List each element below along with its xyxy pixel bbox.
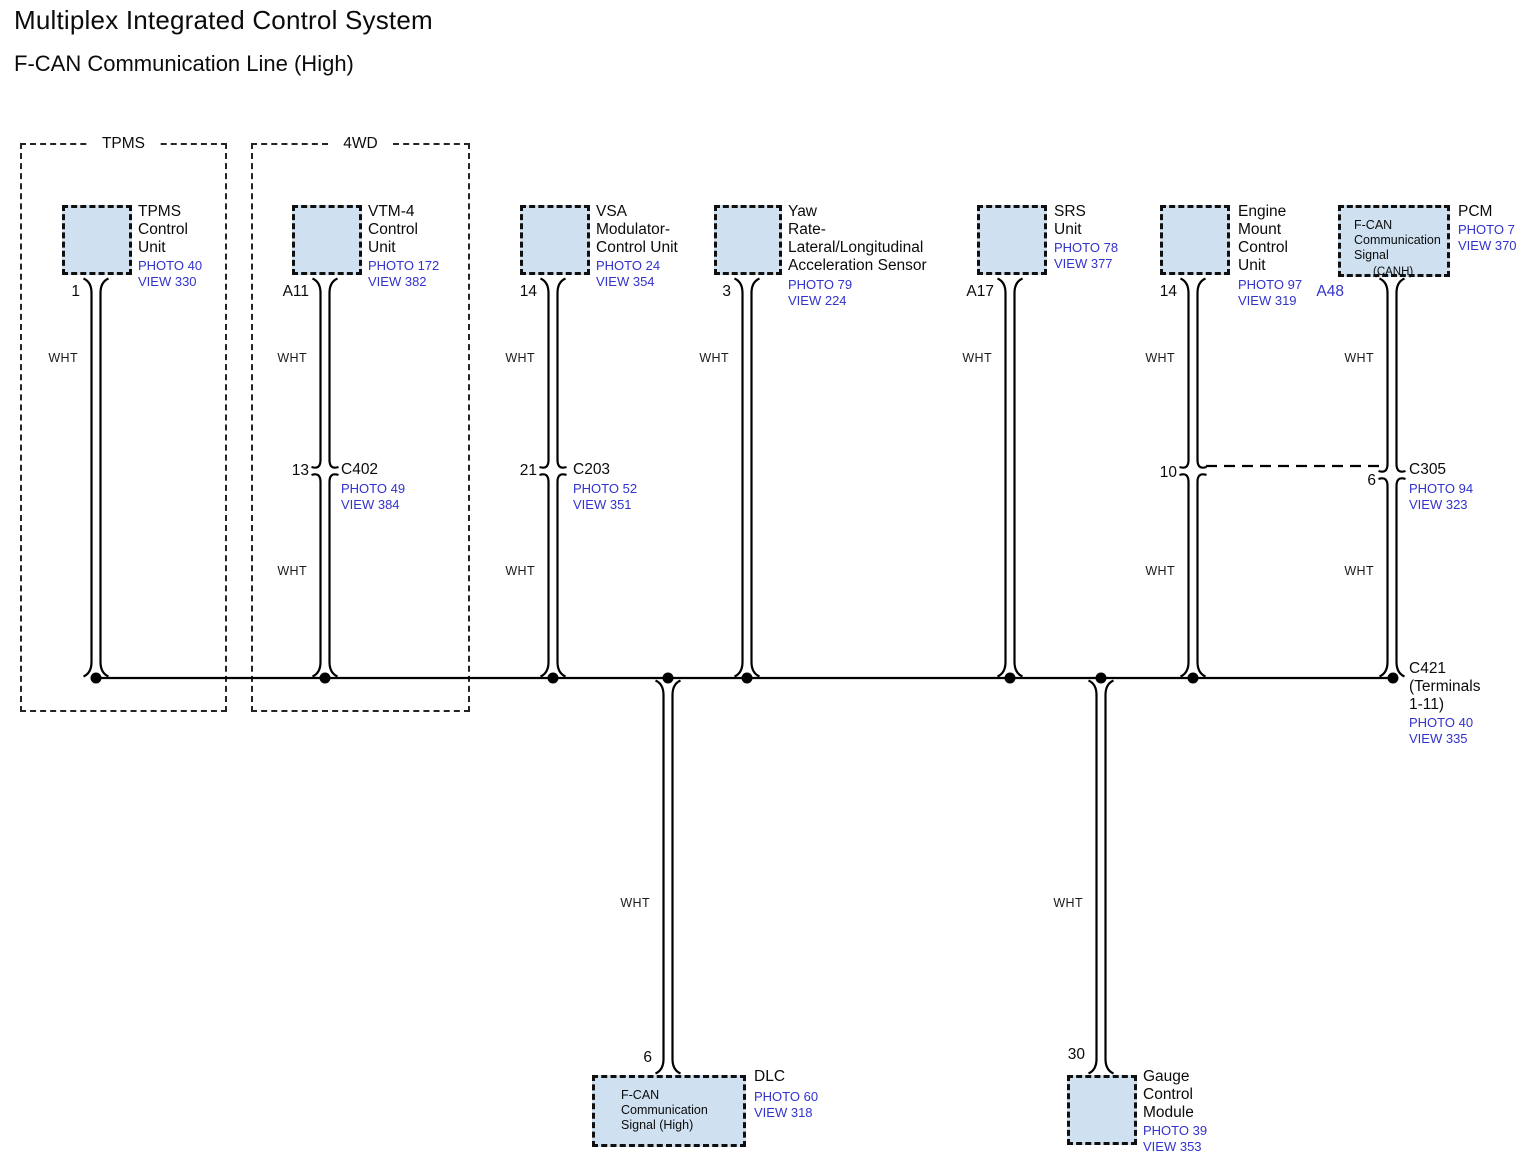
srs-label: SRS Unit [1054,203,1086,238]
c305-pin-right: 6 [1367,472,1376,489]
vtm4-pin: A11 [282,283,309,300]
srs-pin: A17 [966,283,994,300]
wire-color-label: WHT [962,351,992,365]
vsa-label: VSA Modulator- Control Unit [596,203,678,256]
wire-color-label: WHT [1145,351,1175,365]
dlc-label: DLC [754,1068,786,1085]
pcm-label: PCM [1458,203,1493,220]
wire-pcm [1378,277,1406,678]
c305-label: C305 [1409,461,1447,478]
tpms-pin: 1 [71,283,80,300]
c305-pin-left: 10 [1159,464,1177,481]
engine-mount-ref-link[interactable]: PHOTO 97 VIEW 319 [1238,277,1303,308]
wire-color-label: WHT [1145,564,1175,578]
dlc-box-signal-text: F-CAN Communication Signal (High) [621,1088,708,1132]
dlc-pin: 6 [643,1049,652,1066]
c203-label: C203 [573,461,611,478]
yaw-rate-sensor-box [714,205,782,275]
vsa-pin: 14 [519,283,537,300]
srs-unit-box [977,205,1047,275]
wire-vsa [539,277,567,678]
engine-mount-pin: 14 [1159,283,1177,300]
pcm-ref-link[interactable]: PHOTO 7 VIEW 370 [1458,222,1517,253]
vsa-modulator-box [520,205,590,275]
wire-engine-mount [1179,277,1207,678]
wire-color-label: WHT [505,564,535,578]
pcm-box-signal-text: F-CAN Communication Signal [1354,218,1441,262]
wire-color-label: WHT [277,351,307,365]
yaw-label: Yaw Rate- Lateral/Longitudinal Accelerat… [788,203,927,274]
wire-color-label: WHT [505,351,535,365]
vsa-ref-link[interactable]: PHOTO 24 VIEW 354 [596,258,661,289]
dlc-box: F-CAN Communication Signal (High) [592,1075,746,1147]
c402-ref-link[interactable]: PHOTO 49 VIEW 384 [341,481,406,512]
wire-srs [997,277,1023,678]
gauge-pin: 30 [1067,1046,1085,1063]
gauge-control-module-box [1067,1075,1137,1145]
pcm-pin-a48-link[interactable]: A48 [1316,283,1344,300]
wire-color-label: WHT [1344,564,1374,578]
group-box-tpms: TPMS [20,135,227,712]
vtm4-label: VTM-4 Control Unit [368,203,418,256]
wire-color-label: WHT [620,896,650,910]
bus-junction-dots [90,672,1399,684]
c305-ref-link[interactable]: PHOTO 94 VIEW 323 [1409,481,1474,512]
wire-color-label: WHT [699,351,729,365]
page-subtitle: F-CAN Communication Line (High) [14,51,354,76]
page-title: Multiplex Integrated Control System [14,5,433,35]
tpms-control-unit-box [62,205,132,275]
c203-pin: 21 [519,462,537,479]
engine-mount-box [1160,205,1230,275]
c402-label: C402 [341,461,379,478]
c203-ref-link[interactable]: PHOTO 52 VIEW 351 [573,481,638,512]
vtm4-control-unit-box [292,205,362,275]
engine-mount-label: Engine Mount Control Unit [1238,203,1288,274]
gauge-ref-link[interactable]: PHOTO 39 VIEW 353 [1143,1123,1208,1154]
wire-tpms [83,277,109,678]
wire-gauge-drop [1088,679,1114,1075]
yaw-ref-link[interactable]: PHOTO 79 VIEW 224 [788,277,853,308]
tpms-ref-link[interactable]: PHOTO 40 VIEW 330 [138,258,203,289]
vtm4-ref-link[interactable]: PHOTO 172 VIEW 382 [368,258,440,289]
pcm-box-canh-text: (CANH) [1373,266,1414,278]
wire-yaw-sensor [734,277,760,678]
wire-vtm4 [311,277,339,678]
pcm-box: F-CAN Communication Signal (CANH) [1338,205,1450,278]
group-box-4wd: 4WD [251,135,470,712]
group-label-tpms: TPMS [87,135,160,153]
wire-color-label: WHT [1053,896,1083,910]
tpms-label: TPMS Control Unit [138,203,188,256]
wire-color-label: WHT [48,351,78,365]
gauge-label: Gauge Control Module [1143,1068,1194,1121]
c402-pin: 13 [291,462,309,479]
yaw-pin: 3 [722,283,731,300]
srs-ref-link[interactable]: PHOTO 78 VIEW 377 [1054,240,1119,271]
c421-label: C421 (Terminals 1-11) [1409,660,1481,713]
c421-ref-link[interactable]: PHOTO 40 VIEW 335 [1409,715,1474,746]
wire-color-label: WHT [277,564,307,578]
wire-dlc-drop [655,679,681,1075]
group-label-4wd: 4WD [329,135,392,153]
dlc-ref-link[interactable]: PHOTO 60 VIEW 318 [754,1089,819,1120]
wire-color-label: WHT [1344,351,1374,365]
